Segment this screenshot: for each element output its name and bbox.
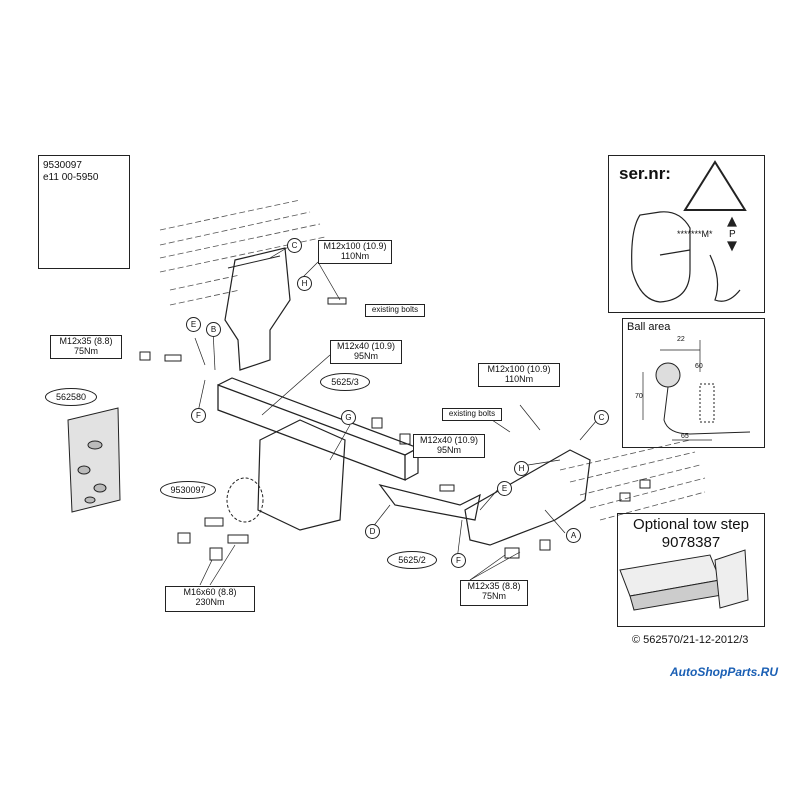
ball-area-title: Ball area [627, 321, 671, 333]
torque-box-center-m12x40: M12x40 (10.9) 95Nm [413, 434, 485, 458]
ball-area-illustration [642, 340, 751, 441]
kit-bag-illustration [67, 407, 121, 513]
tow-step-title: Optional tow step [633, 516, 749, 533]
existing-bolts-label-right: existing bolts [442, 408, 502, 421]
tow-step-panel: Optional tow step 9078387 [617, 513, 765, 627]
chassis-lines-right [559, 439, 706, 521]
tow-step-number: 9078387 [661, 534, 721, 551]
marker-b-left: B [206, 322, 221, 337]
ball-approval-number: e11 00-5950 [43, 172, 99, 183]
warning-triangle-icon [683, 160, 747, 211]
serial-number-panel: ser.nr: *******M* P [608, 155, 765, 313]
copyright-text: © 562570/21-12-2012/3 [632, 634, 749, 646]
torque-box-mid-m12x40: M12x40 (10.9) 95Nm [330, 340, 402, 364]
serial-code: *******M* [677, 229, 713, 239]
watermark-brand: AutoShopParts.RU [670, 665, 778, 679]
torque-box-right-m12x100: M12x100 (10.9) 110Nm [478, 363, 560, 387]
dim-65: 65 [681, 433, 689, 440]
serial-panel-illustration [631, 160, 747, 303]
part-ball-ref-oval: 9530097 [160, 481, 216, 499]
marker-f-right: F [451, 553, 466, 568]
ball-part-box: 9530097 e11 00-5950 [38, 155, 130, 269]
marker-h-top: H [297, 276, 312, 291]
marker-e-right: E [497, 481, 512, 496]
side-plate [378, 484, 481, 521]
marker-c-right: C [594, 410, 609, 425]
dim-60: 60 [695, 363, 703, 370]
leader-lines [194, 245, 598, 586]
tow-step-illustration [619, 549, 749, 611]
dim-22: 22 [677, 336, 685, 343]
right-side-bracket [464, 449, 591, 546]
torque-box-bottom-m12x35: M12x35 (8.8) 75Nm [460, 580, 528, 606]
marker-d-mid: D [365, 524, 380, 539]
serial-title: ser.nr: [619, 164, 671, 183]
marker-a-right: A [566, 528, 581, 543]
marker-e-left: E [186, 317, 201, 332]
left-side-bracket [224, 247, 291, 371]
part-kit-oval: 562580 [45, 388, 97, 406]
bolts [139, 297, 651, 561]
ball-area-panel: Ball area 22 60 70 65 [622, 318, 765, 448]
serial-p-mark: P [729, 229, 736, 240]
center-mount-plate [257, 419, 346, 531]
marker-f-left: F [191, 408, 206, 423]
torque-box-bottom-m16x60: M16x60 (8.8) 230Nm [165, 586, 255, 612]
torque-box-left-m12x35: M12x35 (8.8) 75Nm [50, 335, 122, 359]
existing-bolts-label-top: existing bolts [365, 304, 425, 317]
ball-part-number: 9530097 [43, 160, 82, 171]
marker-h-right: H [514, 461, 529, 476]
dim-70: 70 [635, 393, 643, 400]
marker-c-top: C [287, 238, 302, 253]
torque-box-top-m12x100: M12x100 (10.9) 110Nm [318, 240, 392, 264]
part-side-plate-oval: 5625/2 [387, 551, 437, 569]
part-crossbar-oval: 5625/3 [320, 373, 370, 391]
marker-g-mid: G [341, 410, 356, 425]
